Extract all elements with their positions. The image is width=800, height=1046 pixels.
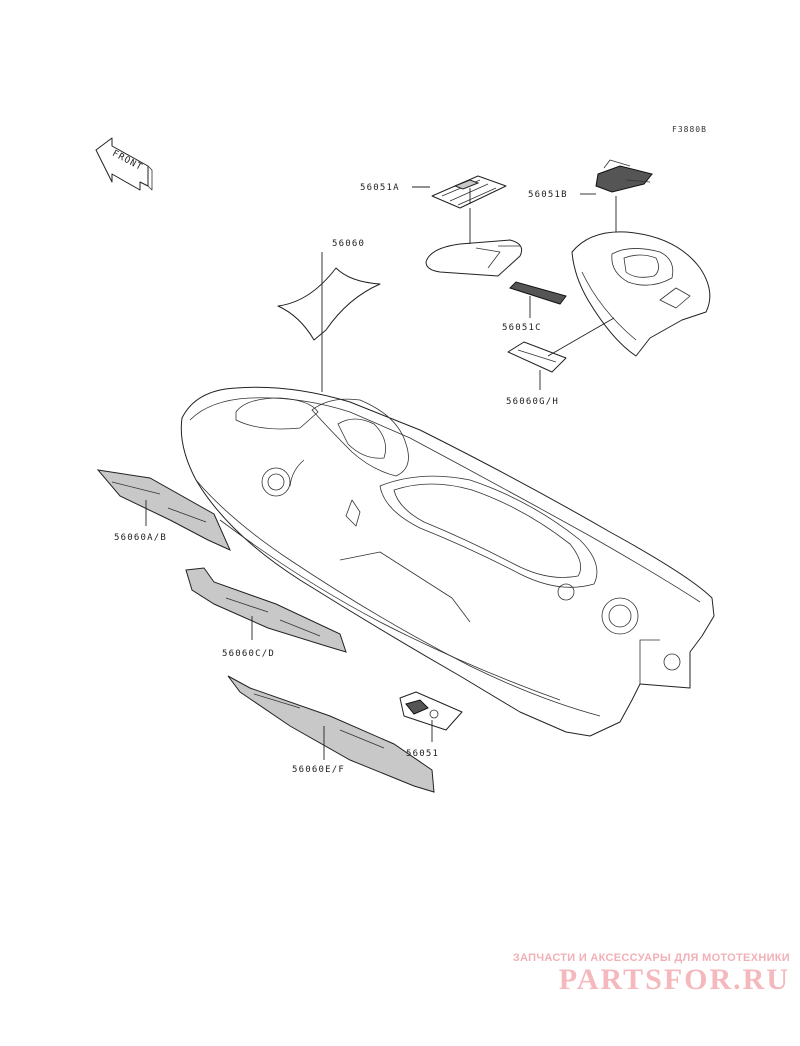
figure-code: F3880B <box>672 125 707 134</box>
decal-56060gh <box>507 341 567 373</box>
watermark-tagline: ЗАПЧАСТИ И АКСЕССУАРЫ ДЛЯ МОТОТЕХНИКИ <box>512 952 790 964</box>
decal-56051a <box>431 175 507 209</box>
callout-56060ab: 56060A/B <box>114 533 167 543</box>
callout-56051b: 56051B <box>528 190 568 200</box>
callout-56051: 56051 <box>406 749 439 759</box>
seat-cover <box>425 239 523 277</box>
watermark-brand: PARTSFOR.RU <box>558 963 790 996</box>
jet-ski-hull <box>180 386 715 737</box>
decal-56051 <box>399 691 463 731</box>
decal-56060 <box>277 267 381 341</box>
decal-56060cd <box>185 567 347 653</box>
decal-56060ab <box>96 469 231 551</box>
callout-56060gh: 56060G/H <box>506 397 559 407</box>
callout-56051a: 56051A <box>360 183 400 193</box>
leader-56060gh-hood <box>547 317 615 357</box>
callout-56060ef: 56060E/F <box>292 765 345 775</box>
callout-56060: 56060 <box>332 239 365 249</box>
watermark: ЗАПЧАСТИ И АКСЕССУАРЫ ДЛЯ МОТОТЕХНИКИ PA… <box>513 952 790 996</box>
decal-56051b <box>595 159 653 193</box>
decal-56051c <box>509 281 567 305</box>
front-arrow-icon: FRONT <box>95 137 153 191</box>
decal-56060ef <box>227 675 435 793</box>
callout-56051c: 56051C <box>502 323 542 333</box>
hood-cover <box>571 231 711 357</box>
callout-56060cd: 56060C/D <box>222 649 275 659</box>
